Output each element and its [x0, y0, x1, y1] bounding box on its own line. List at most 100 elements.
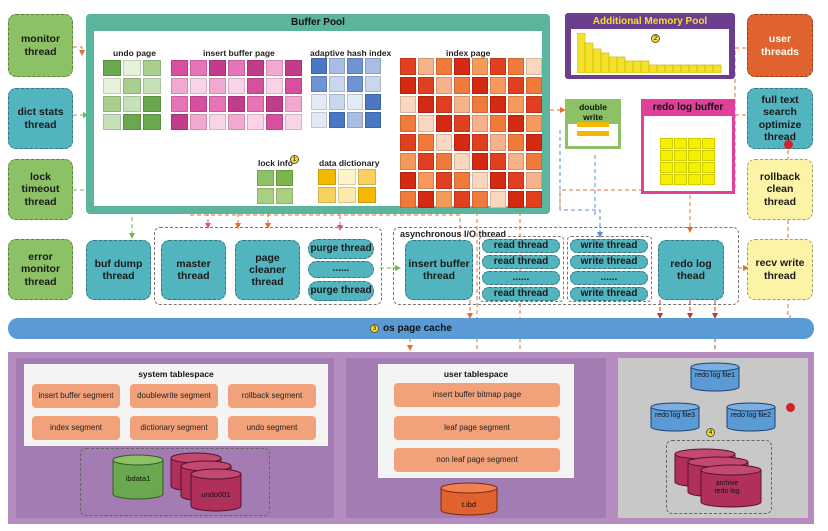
redo-archive-marker: 4: [706, 428, 715, 437]
lock-info-marker: 1: [290, 155, 299, 164]
index-page-cell: [490, 58, 506, 75]
index-page-cell: [526, 134, 542, 151]
insert-buffer-page-cell: [209, 114, 226, 130]
index-page-cell: [508, 77, 524, 94]
index-page-cell: [490, 115, 506, 132]
adaptive-hash-index-grid: [311, 58, 381, 128]
write-thread-group: [567, 236, 652, 302]
index-page-cell: [490, 191, 506, 208]
index-page-cell: [436, 58, 452, 75]
lock-info-cell: [276, 170, 293, 186]
insert-buffer-page-cell: [171, 60, 188, 76]
adaptive-hash-index-cell: [329, 58, 345, 74]
index-page-cell: [454, 77, 470, 94]
undo-page-cell: [103, 60, 121, 76]
insert-buffer-page-cell: [266, 60, 283, 76]
adaptive-hash-index-cell: [365, 76, 381, 92]
undo-page-label: undo page: [113, 48, 156, 58]
read-thread-1: read thread: [482, 239, 560, 253]
data-dictionary-cell: [318, 187, 336, 203]
undo-page-cell: [123, 60, 141, 76]
index-page-cell: [400, 58, 416, 75]
write-thread-dots: ......: [570, 271, 648, 285]
index-page-grid: [400, 58, 542, 208]
insert-buffer-page-cell: [247, 114, 264, 130]
os-page-cache-title: os page cache: [383, 323, 452, 334]
red-dot-marker: [784, 140, 793, 149]
adaptive-hash-index-cell: [329, 112, 345, 128]
index-page-cell: [508, 58, 524, 75]
adaptive-hash-index-cell: [311, 58, 327, 74]
dictionary-segment: dictionary segment: [130, 416, 218, 440]
purge-thread-2: purge thread: [308, 281, 374, 301]
undo001-label: undo001: [201, 490, 231, 499]
index-page-cell: [472, 172, 488, 189]
index-page-cell: [400, 172, 416, 189]
insert-buffer-page-cell: [171, 96, 188, 112]
insert-buffer-page-cell: [209, 78, 226, 94]
ibdata1-label: ibdata1: [125, 474, 151, 483]
undo-page-cell: [143, 96, 161, 112]
index-page-label: index page: [446, 48, 491, 58]
buf-dump-thread: buf dump thread: [86, 240, 151, 300]
insert-buffer-thread: insert buffer thread: [405, 240, 473, 300]
index-page-cell: [508, 115, 524, 132]
adaptive-hash-index-cell: [365, 112, 381, 128]
data-dictionary-cell: [358, 169, 376, 185]
redo-log-buffer-cell: [674, 162, 687, 173]
index-page-cell: [472, 134, 488, 151]
index-page-cell: [436, 96, 452, 113]
index-page-cell: [454, 96, 470, 113]
index-page-cell: [454, 115, 470, 132]
index-page-cell: [436, 153, 452, 170]
insert-buffer-page-cell: [266, 114, 283, 130]
index-page-cell: [436, 134, 452, 151]
redo-log-buffer-cell: [688, 174, 701, 185]
write-thread-1: write thread: [570, 239, 648, 253]
data-dictionary-grid: [318, 169, 376, 203]
redo-log-buffer-cell: [688, 138, 701, 149]
adaptive-hash-index-cell: [347, 58, 363, 74]
index-page-cell: [418, 191, 434, 208]
redo-log-thread: redo log thead: [658, 240, 724, 300]
undo-page-cell: [103, 114, 121, 130]
red-dot-marker-disk: [786, 403, 795, 412]
index-page-cell: [454, 172, 470, 189]
insert-buffer-page-cell: [209, 60, 226, 76]
index-page-cell: [418, 96, 434, 113]
redo-log-file3-label: redo log file3: [654, 412, 696, 419]
redo-log-buffer-cell: [674, 150, 687, 161]
lock-info-cell: [257, 188, 274, 204]
error-monitor-thread: error monitor thread: [8, 239, 73, 300]
insert-buffer-page-grid: [171, 60, 302, 130]
read-thread-3: read thread: [482, 287, 560, 301]
index-page-cell: [472, 58, 488, 75]
async-io-title: asynchronous I/O thread: [400, 229, 507, 239]
insert-buffer-page-cell: [285, 60, 302, 76]
index-page-cell: [526, 96, 542, 113]
index-segment: index segment: [32, 416, 120, 440]
non-leaf-page-segment: non leaf page segment: [394, 448, 560, 472]
t-ibd-label: t.ibd: [461, 500, 477, 509]
adaptive-hash-index-cell: [329, 76, 345, 92]
index-page-cell: [418, 134, 434, 151]
write-thread-3: write thread: [570, 287, 648, 301]
purge-thread-dots: ......: [308, 261, 374, 278]
user-tablespace-title: user tablespace: [443, 369, 509, 379]
archive-redo-log-file: [674, 448, 762, 508]
insert-buffer-page-cell: [285, 114, 302, 130]
index-page-cell: [490, 96, 506, 113]
background-thread-group: [154, 227, 382, 305]
index-page-cell: [490, 77, 506, 94]
redo-log-buffer-title: redo log buffer: [644, 101, 732, 116]
index-page-cell: [490, 134, 506, 151]
lock-timeout-thread: lock timeout thread: [8, 159, 73, 220]
index-page-cell: [490, 172, 506, 189]
redo-log-buffer-cell: [688, 150, 701, 161]
lock-info-label: lock info: [258, 158, 293, 168]
index-page-cell: [454, 153, 470, 170]
insert-buffer-page-cell: [190, 60, 207, 76]
adaptive-hash-index-cell: [311, 112, 327, 128]
os-page-cache: 3 os page cache: [8, 318, 814, 339]
rollback-segment: rollback segment: [228, 384, 316, 408]
